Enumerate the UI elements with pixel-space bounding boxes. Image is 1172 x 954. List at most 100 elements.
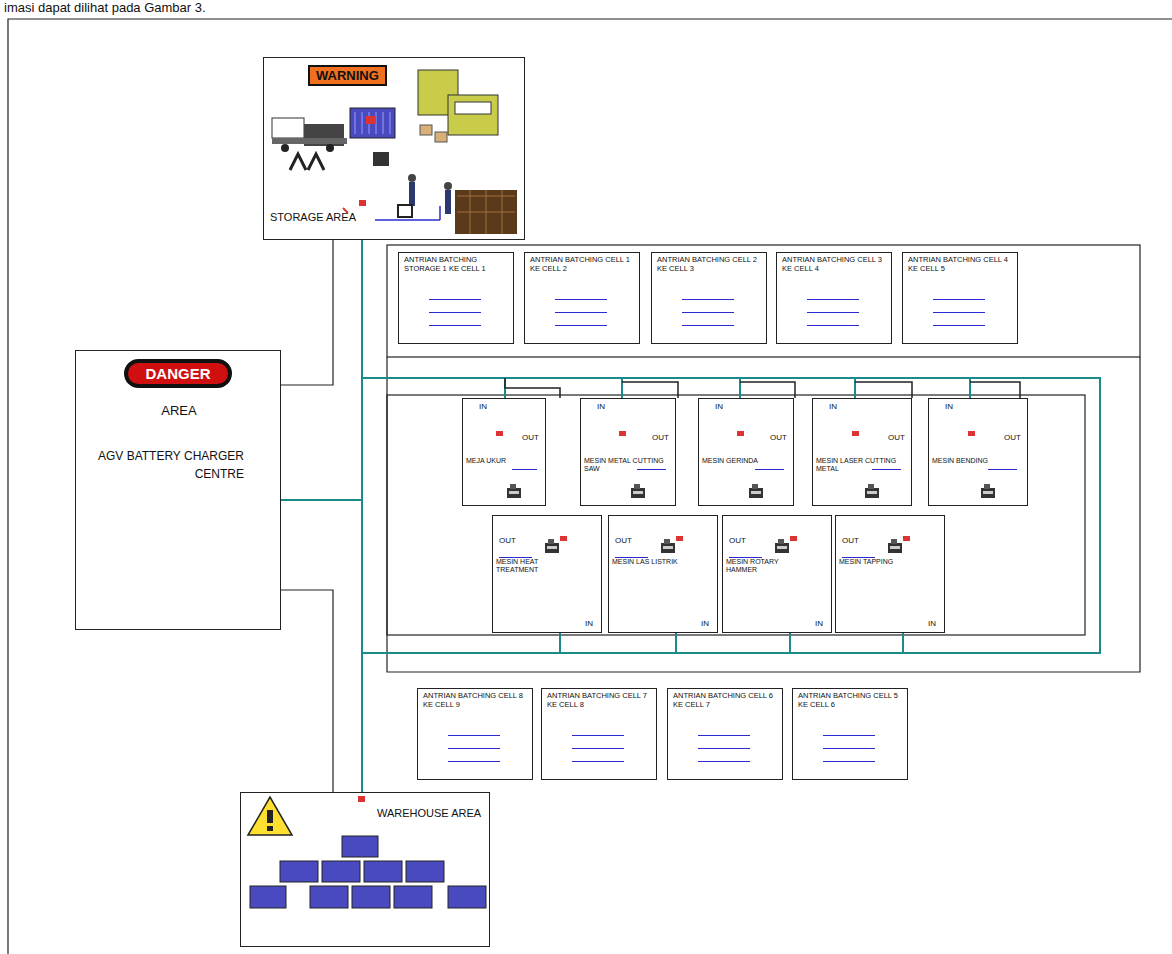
queue-line <box>429 299 481 300</box>
agv-station <box>790 536 797 541</box>
in-label: IN <box>479 402 487 411</box>
machine-name: MESIN HEAT TREATMENT <box>496 558 576 573</box>
agv-path <box>499 557 531 558</box>
queue-line <box>807 312 859 313</box>
out-label: OUT <box>499 536 516 545</box>
queue-line <box>933 312 985 313</box>
queue-line <box>698 761 750 762</box>
agv-station <box>968 431 975 436</box>
machine-icon <box>747 483 765 499</box>
machine-icon <box>659 538 677 554</box>
queue-box: ANTRIAN BATCHING CELL 6 KE CELL 7 <box>667 688 783 780</box>
queue-line <box>807 299 859 300</box>
queue-line <box>448 735 500 736</box>
area-text: AREA <box>76 403 282 418</box>
queue-title: ANTRIAN BATCHING CELL 8 KE CELL 9 <box>423 692 529 709</box>
agv-station <box>737 431 744 436</box>
agv-station <box>496 431 503 436</box>
machine-cell: MESIN LASER CUTTING METAL IN OUT <box>812 398 912 506</box>
agv-path <box>755 469 783 470</box>
machine-name: MESIN LAS LISTRIK <box>612 558 692 566</box>
queue-line <box>572 735 624 736</box>
queue-line <box>823 735 875 736</box>
machine-cell: MEJA UKURINOUT <box>462 398 546 506</box>
machine-cell: MESIN BENDINGINOUT <box>928 398 1028 506</box>
machine-name: MESIN METAL CUTTING SAW <box>584 457 674 472</box>
agv-station <box>903 536 910 541</box>
queue-line <box>682 325 734 326</box>
queue-line <box>448 761 500 762</box>
warning-sign: WARNING <box>308 65 387 86</box>
agv-station <box>619 431 626 436</box>
agv-station <box>676 536 683 541</box>
machine-icon <box>505 483 523 499</box>
queue-line <box>429 325 481 326</box>
connector <box>281 240 333 385</box>
out-label: OUT <box>615 536 632 545</box>
queue-title: ANTRIAN BATCHING CELL 7 KE CELL 8 <box>547 692 653 709</box>
queue-line <box>933 299 985 300</box>
queue-box: ANTRIAN BATCHING CELL 4 KE CELL 5 <box>902 252 1018 344</box>
queue-title: ANTRIAN BATCHING CELL 1 KE CELL 2 <box>530 256 636 273</box>
queue-box: ANTRIAN BATCHING CELL 1 KE CELL 2 <box>524 252 640 344</box>
in-label: IN <box>829 402 837 411</box>
in-label: IN <box>715 402 723 411</box>
out-label: OUT <box>770 433 787 442</box>
queue-title: ANTRIAN BATCHING CELL 4 KE CELL 5 <box>908 256 1014 273</box>
storage-illustration <box>270 62 517 234</box>
danger-sign: DANGER <box>124 359 232 388</box>
in-label: IN <box>597 402 605 411</box>
agv-path <box>637 469 665 470</box>
agv-path <box>872 469 901 470</box>
machine-icon <box>543 538 561 554</box>
connector <box>361 240 363 792</box>
queue-box: ANTRIAN BATCHING CELL 2 KE CELL 3 <box>651 252 767 344</box>
machine-cell: MESIN HEAT TREATMENT OUT IN <box>492 515 602 633</box>
queue-line <box>555 312 607 313</box>
in-label: IN <box>701 619 709 628</box>
machine-icon <box>979 483 997 499</box>
agv-path <box>615 557 647 558</box>
machine-name: MESIN TAPPING <box>839 558 919 566</box>
machine-name: MESIN ROTARY HAMMER <box>726 558 806 573</box>
caption: imasi dapat dilihat pada Gambar 3. <box>4 0 206 15</box>
machine-cell: MESIN TAPPINGOUTIN <box>835 515 945 633</box>
machine-icon <box>629 483 647 499</box>
out-label: OUT <box>842 536 859 545</box>
queue-line <box>933 325 985 326</box>
queue-box: ANTRIAN BATCHING STORAGE 1 KE CELL 1 <box>398 252 514 344</box>
machine-cell: MESIN LAS LISTRIK OUT IN <box>608 515 718 633</box>
in-label: IN <box>585 619 593 628</box>
agv-path <box>842 557 874 558</box>
area-title: WAREHOUSE AREA <box>377 807 481 819</box>
queue-title: ANTRIAN BATCHING CELL 5 KE CELL 6 <box>798 692 904 709</box>
out-label: OUT <box>652 433 669 442</box>
area-box: DANGER AREA AGV BATTERY CHARGER CENTRE <box>75 350 281 630</box>
out-label: OUT <box>888 433 905 442</box>
machine-icon <box>863 483 881 499</box>
queue-box: ANTRIAN BATCHING CELL 7 KE CELL 8 <box>541 688 657 780</box>
queue-line <box>698 748 750 749</box>
queue-line <box>429 312 481 313</box>
queue-box: ANTRIAN BATCHING CELL 8 KE CELL 9 <box>417 688 533 780</box>
charger-title: AGV BATTERY CHARGER CENTRE <box>84 447 244 483</box>
queue-line <box>823 748 875 749</box>
queue-title: ANTRIAN BATCHING CELL 6 KE CELL 7 <box>673 692 779 709</box>
in-label: IN <box>815 619 823 628</box>
queue-title: ANTRIAN BATCHING CELL 3 KE CELL 4 <box>782 256 888 273</box>
queue-title: ANTRIAN BATCHING CELL 2 KE CELL 3 <box>657 256 763 273</box>
agv-path <box>729 557 761 558</box>
out-label: OUT <box>522 433 539 442</box>
agv-station <box>560 536 567 541</box>
machine-icon <box>886 538 904 554</box>
out-label: OUT <box>1004 433 1021 442</box>
machine-cell: MESIN METAL CUTTING SAW IN OUT <box>580 398 676 506</box>
agv-path <box>512 469 537 470</box>
queue-line <box>682 299 734 300</box>
queue-line <box>555 299 607 300</box>
machine-name: MESIN LASER CUTTING METAL <box>816 457 910 472</box>
area-title: STORAGE AREA <box>270 211 356 223</box>
queue-line <box>572 761 624 762</box>
in-label: IN <box>945 402 953 411</box>
